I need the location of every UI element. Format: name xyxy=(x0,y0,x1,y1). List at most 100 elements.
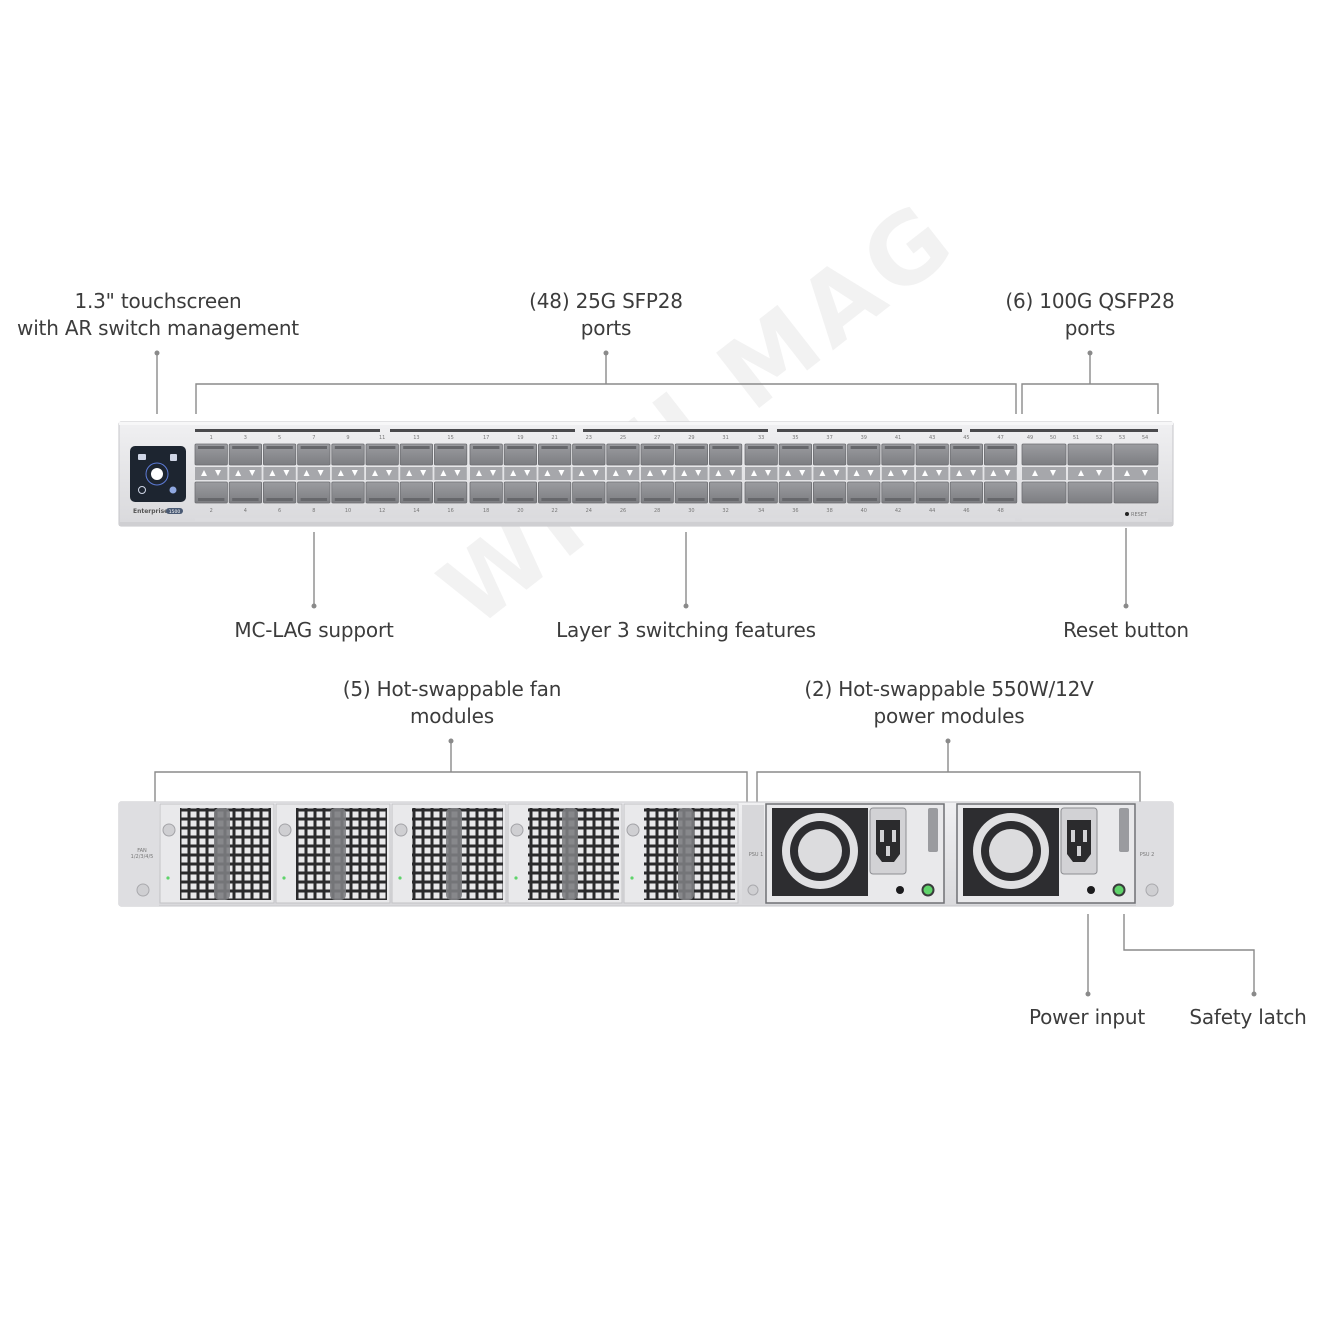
port-slot xyxy=(473,446,500,449)
safety-latch[interactable] xyxy=(928,808,938,852)
sfp28-port[interactable] xyxy=(297,481,331,504)
sfp28-port[interactable] xyxy=(331,443,365,466)
sfp28-port[interactable] xyxy=(433,481,468,504)
sfp28-port[interactable] xyxy=(399,443,434,466)
sfp28-port[interactable] xyxy=(194,443,228,466)
sfp28-port[interactable] xyxy=(778,481,813,504)
sfp28-port[interactable] xyxy=(606,443,640,466)
thumb-screw-icon[interactable] xyxy=(278,823,292,837)
arrow-up-icon xyxy=(235,470,242,476)
sfp28-port[interactable] xyxy=(949,481,984,504)
sfp28-port[interactable] xyxy=(778,443,813,466)
arrow-up-icon xyxy=(1124,470,1130,476)
thumb-screw-icon[interactable] xyxy=(394,823,408,837)
port-slot xyxy=(507,446,534,449)
sfp28-port[interactable] xyxy=(297,443,331,466)
sfp28-port[interactable] xyxy=(503,481,538,504)
thumb-screw-icon[interactable] xyxy=(162,823,176,837)
sfp28-port[interactable] xyxy=(469,481,503,504)
fan-handle[interactable] xyxy=(330,808,346,900)
sfp-port-number: 33 xyxy=(758,435,764,441)
sfp28-port[interactable] xyxy=(572,481,606,504)
sfp28-port[interactable] xyxy=(640,443,674,466)
sfp28-port[interactable] xyxy=(709,481,743,504)
thumb-screw-icon[interactable] xyxy=(510,823,524,837)
sfp28-port[interactable] xyxy=(915,481,949,504)
arrow-down-icon xyxy=(558,470,565,476)
safety-latch[interactable] xyxy=(1119,808,1129,852)
sfp28-port[interactable] xyxy=(503,443,538,466)
sfp28-port[interactable] xyxy=(433,443,468,466)
arrow-up-icon xyxy=(578,470,585,476)
fan-module[interactable] xyxy=(507,803,623,904)
touchscreen[interactable] xyxy=(130,446,186,502)
sfp28-port[interactable] xyxy=(984,443,1018,466)
qsfp28-port[interactable] xyxy=(1021,481,1067,504)
qsfp28-port[interactable] xyxy=(1113,481,1159,504)
sfp28-port[interactable] xyxy=(984,481,1018,504)
screw-icon xyxy=(747,884,759,896)
sfp28-port[interactable] xyxy=(228,481,262,504)
sfp28-port[interactable] xyxy=(572,443,606,466)
qsfp-port-number: 54 xyxy=(1142,435,1148,441)
port-slot xyxy=(987,446,1014,449)
sfp28-port[interactable] xyxy=(881,443,915,466)
fan-label: FAN xyxy=(137,848,147,854)
power-module[interactable] xyxy=(956,803,1136,904)
sfp28-port[interactable] xyxy=(399,481,434,504)
fan-module-array xyxy=(159,803,739,904)
qsfp28-port[interactable] xyxy=(1067,481,1113,504)
sfp28-port[interactable] xyxy=(262,443,297,466)
sfp28-port[interactable] xyxy=(331,481,365,504)
sfp28-port[interactable] xyxy=(228,443,262,466)
fan-module[interactable] xyxy=(159,803,275,904)
sfp28-port[interactable] xyxy=(813,481,847,504)
power-module[interactable] xyxy=(765,803,945,904)
sfp28-port[interactable] xyxy=(949,443,984,466)
sfp28-port[interactable] xyxy=(538,443,572,466)
fan-module[interactable] xyxy=(275,803,391,904)
qsfp28-port-array xyxy=(1021,443,1159,504)
fan-handle[interactable] xyxy=(446,808,462,900)
brand-text: Enterprise xyxy=(133,508,168,515)
sfp28-port[interactable] xyxy=(674,443,709,466)
sfp28-port[interactable] xyxy=(469,443,503,466)
qsfp28-port[interactable] xyxy=(1113,443,1159,466)
sfp28-port[interactable] xyxy=(847,481,881,504)
sfp28-port[interactable] xyxy=(640,481,674,504)
arrow-down-icon xyxy=(901,470,908,476)
sfp28-port[interactable] xyxy=(915,443,949,466)
fan-module[interactable] xyxy=(623,803,739,904)
arrow-down-icon xyxy=(1096,470,1102,476)
sfp28-port[interactable] xyxy=(194,481,228,504)
sfp28-port[interactable] xyxy=(744,481,778,504)
sfp28-port[interactable] xyxy=(709,443,743,466)
sfp28-port[interactable] xyxy=(365,443,399,466)
port-activity-strip xyxy=(400,467,433,480)
reset-button[interactable] xyxy=(1125,512,1129,516)
port-slot xyxy=(884,498,912,501)
qsfp28-port[interactable] xyxy=(1067,443,1113,466)
fan-handle[interactable] xyxy=(214,808,230,900)
sfp28-port[interactable] xyxy=(365,481,399,504)
sfp-port-number: 9 xyxy=(346,435,349,441)
fan-numbers: 1/2/3/4/5 xyxy=(131,854,154,860)
fan-handle[interactable] xyxy=(678,808,694,900)
sfp28-port[interactable] xyxy=(674,481,709,504)
sfp28-port[interactable] xyxy=(606,481,640,504)
arrow-up-icon xyxy=(715,470,722,476)
sfp28-port[interactable] xyxy=(847,443,881,466)
port-slot xyxy=(266,446,293,449)
fan-handle[interactable] xyxy=(562,808,578,900)
thumb-screw-icon[interactable] xyxy=(626,823,640,837)
fan-module[interactable] xyxy=(391,803,507,904)
sfp28-port[interactable] xyxy=(744,443,778,466)
sfp28-port[interactable] xyxy=(881,481,915,504)
sfp28-port[interactable] xyxy=(262,481,297,504)
port-activity-strip xyxy=(1022,467,1066,480)
port-activity-strip xyxy=(195,467,228,480)
qsfp28-port[interactable] xyxy=(1021,443,1067,466)
sfp28-port[interactable] xyxy=(538,481,572,504)
sfp28-port[interactable] xyxy=(813,443,847,466)
